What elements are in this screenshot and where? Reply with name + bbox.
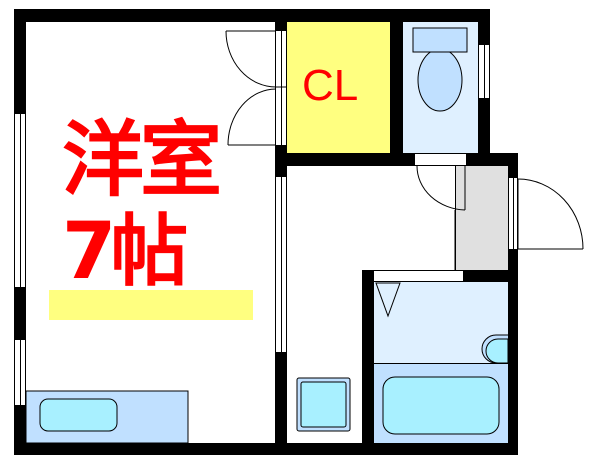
toilet-door-swing-icon — [416, 165, 466, 211]
wall-entrance-right-bottom — [508, 249, 518, 455]
room-label-type: 洋室 — [62, 113, 222, 208]
wall-left-top — [14, 9, 26, 114]
wall-horizontal-mid-left — [275, 153, 415, 166]
window-left-upper[interactable] — [14, 114, 26, 287]
bath-door-strip — [374, 270, 463, 282]
sliding-door-closet[interactable] — [275, 31, 287, 145]
wall-toilet-right-bottom — [478, 98, 490, 166]
entrance-area — [455, 166, 508, 270]
wall-bath-left — [362, 270, 374, 455]
closet-door-icon — [225, 30, 287, 146]
wall-entrance-right-top — [508, 153, 518, 178]
wall-horizontal-mid-right — [466, 153, 518, 166]
washing-machine-icon — [296, 377, 351, 432]
wall-bath-top-right — [463, 270, 518, 282]
front-door-swing-icon — [517, 178, 584, 250]
western-room — [26, 22, 275, 443]
wall-left-bottom — [14, 405, 26, 455]
closet-label: CL — [302, 61, 359, 110]
wall-top — [14, 9, 490, 22]
basin-icon — [481, 334, 509, 364]
shower-icon — [375, 282, 401, 318]
closet-area — [287, 22, 390, 153]
window-left-lower[interactable] — [14, 340, 26, 405]
sliding-door-kitchen[interactable] — [275, 177, 287, 352]
window-toilet[interactable] — [478, 45, 490, 98]
toilet-door-strip — [415, 153, 466, 166]
wall-bottom — [14, 443, 518, 455]
kitchen-sink-icon — [25, 390, 189, 444]
wall-room-partition-bottom — [275, 352, 287, 443]
wall-room-partition-top — [275, 9, 287, 31]
bathtub-icon — [382, 376, 500, 435]
highlight-bar — [49, 290, 253, 320]
toilet-icon — [412, 27, 468, 112]
wall-left-mid — [14, 287, 26, 340]
wall-toilet-right-top — [478, 9, 490, 45]
wall-closet-toilet — [390, 9, 403, 166]
room-label-size: 7帖 — [62, 207, 188, 297]
